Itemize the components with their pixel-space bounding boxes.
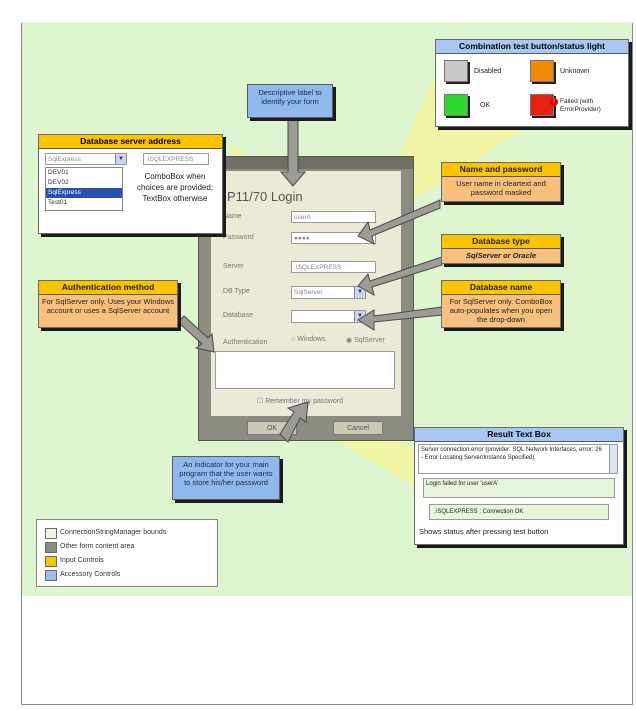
callout-status-light: Combination test button/status light Dis… (435, 39, 629, 127)
dbtype-combobox[interactable]: SqlServer ▼ (291, 286, 366, 299)
error-provider-icon: ! (550, 98, 558, 106)
authentication-method-title: Authentication method (39, 281, 177, 295)
ok-button-label: OK (266, 425, 278, 432)
server-textbox-sample[interactable]: .\SQLEXPRESS (143, 153, 209, 165)
result-line-3: .\SQLEXPRESS : Connection OK (434, 509, 524, 515)
checkbox-icon: ☐ (257, 398, 264, 405)
callout-database-name: Database name For SqlServer only. ComboB… (441, 280, 561, 328)
remember-label: Remember my password (265, 398, 344, 405)
legend-label: Other form content area (60, 543, 135, 550)
auth-sqlserver-label: SqlServer (354, 337, 385, 344)
auth-windows-label: Windows (297, 336, 326, 343)
status-ok-label: OK (480, 102, 491, 109)
server-combobox-sample[interactable]: SqlExpress ▼ (45, 153, 127, 165)
arrow-descriptive-label (279, 119, 307, 187)
arrow-auth-method (177, 315, 215, 353)
database-type-title: Database type (442, 235, 560, 249)
callout-descriptive-label: Descriptive label to identify your form (247, 84, 333, 118)
cancel-button[interactable]: Cancel (333, 421, 383, 435)
name-label: Name (223, 213, 242, 220)
status-failed-label: Failed (with ErrorProvider) (560, 98, 601, 113)
server-field[interactable]: .\SQLEXPRESS (291, 261, 376, 273)
diagram-canvas: P11/70 Login Name userA Password ●●●● Se… (22, 22, 632, 596)
scrollbar-icon[interactable] (609, 445, 617, 473)
status-unknown-label: Unknown (560, 68, 590, 75)
legend-label: ConnectionStringManager bounds (60, 529, 167, 536)
radio-icon: ○ (291, 336, 296, 343)
name-password-title: Name and password (442, 163, 560, 177)
legend-label: Accessory Controls (60, 571, 121, 578)
result-error-text: Server connection error (provider: SQL N… (418, 444, 618, 474)
indicator-text: An indicator for your main program that … (179, 460, 273, 487)
status-disabled-label: Disabled (474, 68, 502, 75)
callout-database-type: Database type SqlServer or Oracle (441, 234, 561, 264)
callout-db-server-address: Database server address SqlExpress ▼ .\S… (38, 134, 223, 234)
auth-windows-radio[interactable]: ○ Windows (291, 336, 326, 343)
server-list-item[interactable]: DEV02 (48, 179, 69, 186)
authentication-method-body: For SqlServer only. Uses your Windows ac… (42, 297, 174, 315)
legend-swatch (45, 542, 57, 553)
callout-indicator: An indicator for your main program that … (172, 456, 280, 500)
status-ok-square (444, 94, 468, 116)
callout-authentication-method: Authentication method For SqlServer only… (38, 280, 178, 328)
auth-sqlserver-radio[interactable]: ◉ SqlServer (346, 336, 385, 344)
result-login-failed-text: Login failed for user 'userA' (423, 478, 615, 498)
password-field[interactable]: ●●●● (291, 232, 376, 244)
database-name-title: Database name (442, 281, 560, 295)
server-list-item[interactable]: Test01 (48, 199, 68, 206)
legend-swatch (45, 556, 57, 567)
arrow-db-name (357, 306, 443, 331)
radio-selected-icon: ◉ (346, 337, 353, 344)
server-combobox-value: SqlExpress (48, 156, 81, 163)
database-name-body: For SqlServer only. ComboBox auto-popula… (449, 297, 553, 324)
legend-swatch (45, 528, 57, 539)
result-line-2: Login failed for user 'userA' (426, 481, 499, 487)
status-unknown-square (530, 60, 554, 82)
database-combobox[interactable]: ▼ (291, 310, 366, 323)
chevron-down-icon[interactable]: ▼ (354, 311, 365, 322)
server-label: Server (223, 263, 244, 270)
arrow-name-password (357, 199, 441, 245)
dbtype-label: DB Type (223, 288, 250, 295)
name-password-body: User name in cleartext and password mask… (456, 179, 546, 197)
status-disabled-square (444, 60, 468, 82)
password-label: Password (223, 234, 254, 241)
legend: ConnectionStringManager bounds Other for… (36, 519, 218, 587)
db-server-title: Database server address (39, 135, 222, 149)
chevron-down-icon[interactable]: ▼ (115, 154, 126, 164)
authentication-label: Authentication (223, 339, 268, 346)
cancel-button-label: Cancel (347, 425, 369, 432)
result-caption: Shows status after pressing test button (419, 527, 549, 536)
database-type-body: SqlServer or Oracle (465, 251, 537, 260)
server-dropdown-list[interactable]: DEV01 DEV02 SqlExpress Test01 (45, 167, 123, 211)
callout-name-password: Name and password User name in cleartext… (441, 162, 561, 202)
name-field[interactable]: userA (291, 211, 376, 223)
pointer-arrows (177, 119, 443, 443)
status-light-title: Combination test button/status light (436, 40, 628, 54)
result-ok-text: .\SQLEXPRESS : Connection OK (429, 504, 609, 520)
remember-checkbox[interactable]: ☐ Remember my password (257, 397, 343, 405)
server-list-item-selected[interactable]: SqlExpress (46, 188, 122, 198)
server-list-item[interactable]: DEV01 (48, 169, 69, 176)
database-label: Database (223, 312, 253, 319)
result-text-box-title: Result Text Box (415, 428, 623, 442)
result-line-1: Server connection error (provider: SQL N… (421, 447, 602, 461)
legend-label: Input Controls (60, 557, 104, 564)
chevron-down-icon[interactable]: ▼ (354, 287, 365, 298)
callout-result-text-box: Result Text Box Server connection error … (414, 427, 624, 545)
descriptive-label-text: Descriptive label to identify your form (258, 88, 322, 106)
login-form-titlebar (199, 157, 413, 169)
db-server-description: ComboBox when choices are provided; Text… (136, 172, 214, 203)
result-textbox[interactable] (215, 351, 395, 389)
legend-swatch (45, 570, 57, 581)
login-form-content: P11/70 Login Name userA Password ●●●● Se… (211, 171, 401, 416)
arrow-indicator (279, 401, 309, 443)
arrow-db-type (357, 256, 443, 297)
login-form: P11/70 Login Name userA Password ●●●● Se… (198, 156, 414, 441)
dbtype-value: SqlServer (294, 289, 323, 296)
form-title: P11/70 Login (227, 189, 303, 204)
